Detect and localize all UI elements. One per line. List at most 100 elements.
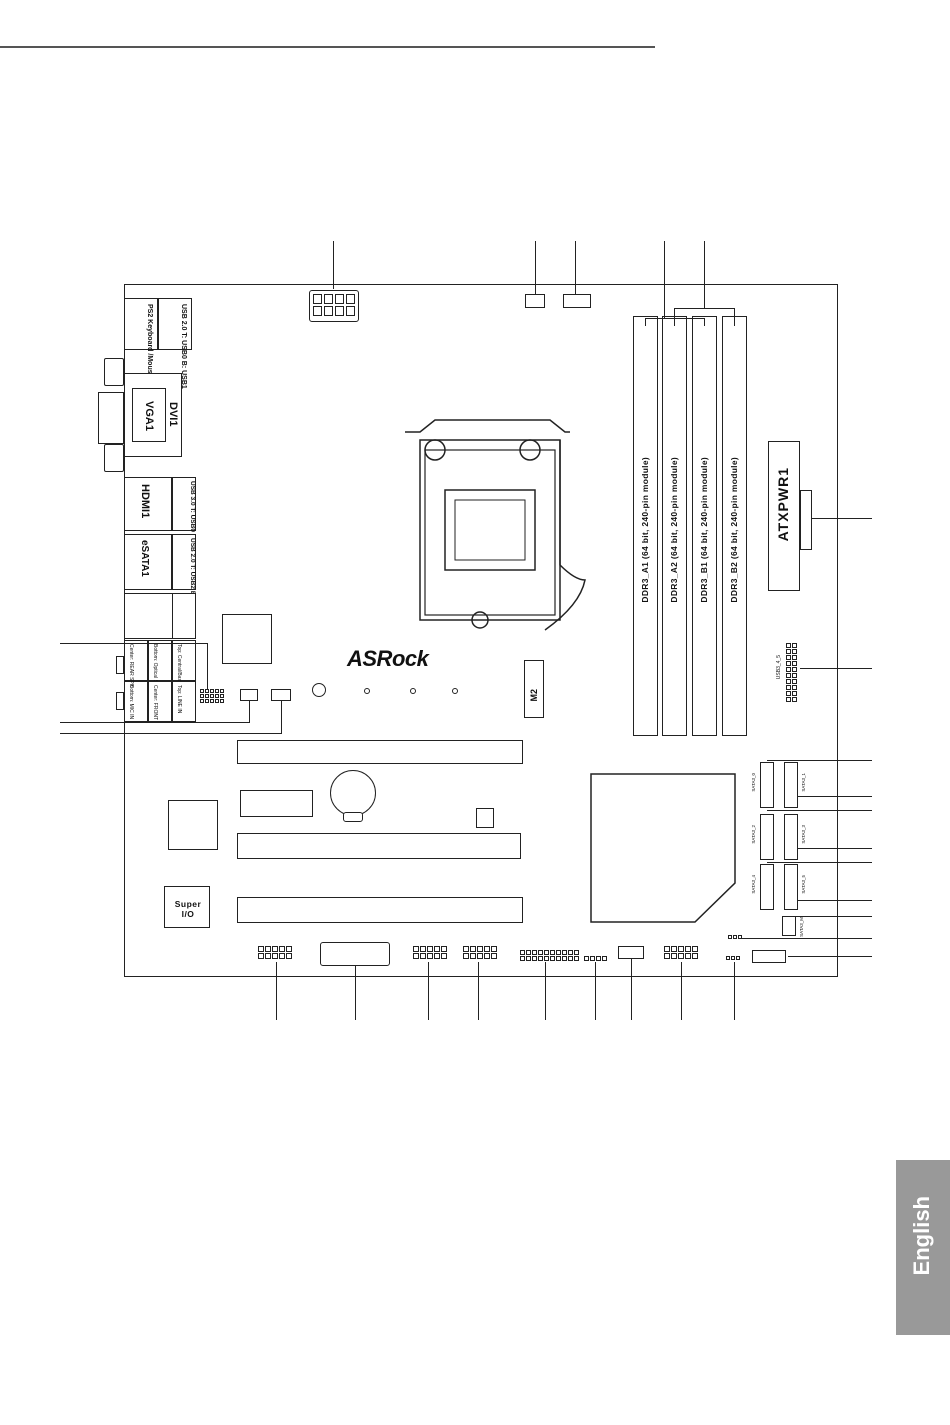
leader-dimm-a-right xyxy=(704,318,705,326)
chassis-fan-header-3 xyxy=(752,950,786,963)
audio-codec-chip xyxy=(168,800,218,850)
leader-cpu-fan2 xyxy=(575,241,576,294)
m2-label: M2 xyxy=(529,689,539,702)
super-io-label: Super I/O xyxy=(174,899,202,919)
leader-dimm-b xyxy=(704,241,705,308)
ps2-label: PS2 Keyboard /Mouse xyxy=(146,304,153,378)
usb-top-label: USB 2.0 T: USB0 B: USB1 xyxy=(180,304,187,389)
header-rule xyxy=(0,46,655,48)
floppy-power-connector xyxy=(320,942,390,966)
fan-header-3pin xyxy=(525,294,545,308)
leader-dimm-b-left xyxy=(674,308,675,326)
sata-port-3: SATA3_3 xyxy=(784,814,806,860)
leader-sata-m xyxy=(796,916,872,917)
dimm-slot-a2: DDR3_A2 (64 bit, 240-pin module) xyxy=(662,316,687,736)
audio-cell-6: Center: REAR SPK xyxy=(124,640,148,687)
leader-bottom-8 xyxy=(681,962,682,1020)
atx-power-label: ATXPWR1 xyxy=(775,467,791,542)
leader-fan-left2-up xyxy=(281,700,282,734)
language-tab-label: English xyxy=(909,1196,934,1276)
jumper-bottom xyxy=(726,956,740,960)
chipset xyxy=(590,773,736,923)
leader-fan-left1 xyxy=(60,722,250,723)
dimm-label-b1: DDR3_B1 (64 bit, 240-pin module) xyxy=(699,457,709,603)
sata-port-2: SATA3_2 xyxy=(751,814,774,860)
mounting-dot-1 xyxy=(364,688,370,694)
audio-cell-3: Bottom: MIC IN xyxy=(124,681,148,722)
audio-label-3: Bottom: MIC IN xyxy=(128,685,134,720)
vga-screw-top xyxy=(104,358,124,386)
usb3-header-label: USB3_4_5 xyxy=(776,655,782,680)
leader-dimm-a xyxy=(664,241,665,318)
dimm-slot-b1: DDR3_B1 (64 bit, 240-pin module) xyxy=(692,316,717,736)
leader-bottom-3 xyxy=(428,962,429,1020)
cpu-socket xyxy=(400,410,590,635)
audio-label-6: Center: REAR SPK xyxy=(128,644,134,688)
small-chip xyxy=(476,808,494,828)
usb2-port: USB 2.0 T: USB2 B: USB3 xyxy=(172,534,196,617)
super-io-chip: Super I/O xyxy=(164,886,210,928)
fan-header-4pin xyxy=(563,294,591,308)
bottom-header-3 xyxy=(463,946,497,959)
chipset-drawing xyxy=(590,773,736,923)
audio-label-1: Bottom: Optical SPDIF xyxy=(152,644,158,695)
audio-cell-2: Top: Central/Bass xyxy=(172,640,196,684)
leader-sata-5 xyxy=(767,862,872,863)
audio-label-4: Center: FRONT xyxy=(152,685,158,721)
leader-dimm-b-right xyxy=(734,308,735,326)
battery-clip xyxy=(343,812,363,822)
pcie-x1-slot xyxy=(240,790,313,817)
vga-screw-bottom xyxy=(104,444,124,472)
bottom-header-1 xyxy=(258,946,292,959)
leader-sata-6 xyxy=(798,900,872,901)
esata-port: eSATA1 xyxy=(124,534,172,590)
chassis-fan-header-2 xyxy=(271,689,291,701)
pcie-slot-1 xyxy=(237,740,523,764)
pcie-slot-3 xyxy=(237,897,523,923)
clear-cmos-jumper xyxy=(728,935,742,939)
dimm-label-b2: DDR3_B2 (64 bit, 240-pin module) xyxy=(729,457,739,603)
lan-controller-chip xyxy=(222,614,272,664)
dimm-slot-b2: DDR3_B2 (64 bit, 240-pin module) xyxy=(722,316,747,736)
mounting-dot-3 xyxy=(452,688,458,694)
leader-bottom-1 xyxy=(276,962,277,1020)
sata-port-4: SATA3_4 xyxy=(751,864,774,910)
leader-cpu-fan1 xyxy=(535,241,536,294)
sata-port-0: SATA3_0 xyxy=(751,762,774,808)
front-audio-header xyxy=(200,689,224,703)
pcie-slot-2 xyxy=(237,833,521,859)
hdmi-label: HDMI1 xyxy=(139,484,151,519)
usb-top-port: USB 2.0 T: USB0 B: USB1 xyxy=(158,298,192,389)
leader-bottom-2 xyxy=(355,966,356,1020)
audio-cell-4: Center: FRONT xyxy=(148,681,172,722)
leader-atx-power xyxy=(812,518,872,519)
hdmi-port: HDMI1 xyxy=(124,477,172,531)
sata-label-m: SATA3_M xyxy=(799,917,804,937)
standoff-ring xyxy=(312,683,326,697)
vga-label: VGA1 xyxy=(143,401,155,431)
dvi-label: DVI1 xyxy=(167,402,179,427)
m2-slot: M2 xyxy=(524,660,544,718)
leader-jumper xyxy=(742,938,872,939)
leader-fan-left1-up xyxy=(249,700,250,723)
brand-logo: ASRock xyxy=(347,646,429,671)
leader-sata-2 xyxy=(798,796,872,797)
leader-sata-4 xyxy=(798,848,872,849)
leader-fan-right xyxy=(788,956,872,957)
cmos-battery xyxy=(330,770,376,816)
lan-port-inner xyxy=(172,593,196,639)
esata-label: eSATA1 xyxy=(139,540,150,577)
vga-port: VGA1 xyxy=(132,388,166,442)
dimm-slot-a1: DDR3_A1 (64 bit, 240-pin module) xyxy=(633,316,658,736)
mounting-dot-2 xyxy=(410,688,416,694)
bottom-header-6 xyxy=(664,946,698,959)
sata-label-3: SATA3_3 xyxy=(801,825,806,844)
language-tab[interactable]: English xyxy=(896,1160,950,1335)
cpu-power-connector xyxy=(309,290,359,322)
usb3-header xyxy=(786,643,797,702)
audio-label-2: Top: Central/Bass xyxy=(176,644,182,684)
atx-power-latch xyxy=(800,490,812,550)
sata-label-2: SATA3_2 xyxy=(751,825,756,844)
chassis-fan-header-1 xyxy=(240,689,258,701)
leader-fan-left2 xyxy=(60,733,282,734)
